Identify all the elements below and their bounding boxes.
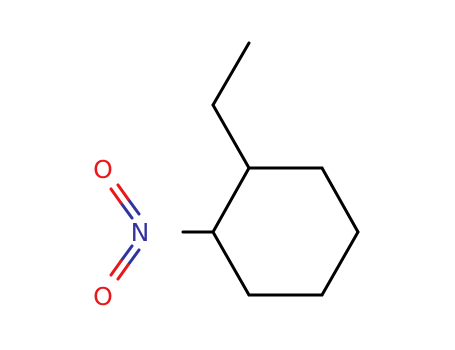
oxygen-top-atom-label: O [93, 155, 113, 184]
bond-n-o-top-2a [126, 197, 141, 216]
bond-n-o-bottom-2b [116, 263, 130, 281]
bond-ring-c6-c1 [211, 166, 251, 234]
bond-n-o-bottom-1b [109, 259, 123, 277]
nitrogen-atom-label: N [131, 218, 150, 247]
nitro-bonds [109, 183, 141, 281]
bond-ethyl-ch3-ch2 [211, 41, 251, 107]
bond-n-o-top-2b [116, 183, 130, 201]
bond-ethyl-ch2-ring [211, 103, 251, 170]
bond-n-o-bottom-2a [126, 248, 141, 267]
bond-n-o-top-1b [109, 187, 123, 205]
bond-ring-c2-c3 [320, 166, 360, 234]
bond-ring-c3-c4 [320, 230, 360, 297]
bond-n-o-top-1a [119, 201, 134, 220]
carbon-skeleton [181, 41, 360, 297]
oxygen-bottom-atom-label: O [93, 282, 113, 311]
bond-n-o-bottom-1a [119, 244, 134, 263]
bond-ring-c5-c6 [211, 230, 251, 297]
